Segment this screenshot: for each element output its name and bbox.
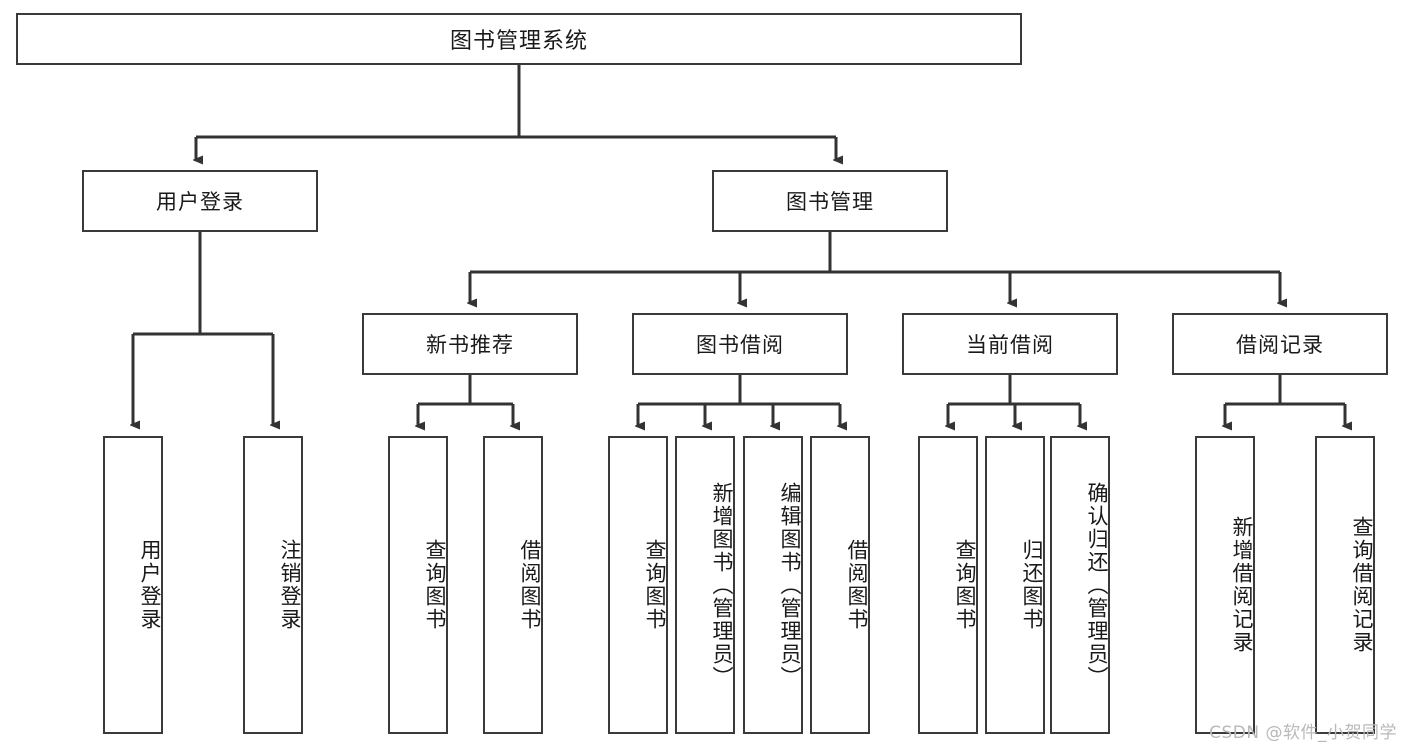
node-book-borrow[interactable]: 图书借阅 — [632, 313, 848, 375]
leaf-borrow-edit-book[interactable]: 编辑图书（管理员） — [743, 436, 803, 734]
leaf-records-add-record-label: 新增借阅记录 — [1230, 516, 1254, 654]
leaf-borrow-add-book[interactable]: 新增图书（管理员） — [675, 436, 735, 734]
node-new-book-recommend[interactable]: 新书推荐 — [362, 313, 578, 375]
node-borrow-records-label: 借阅记录 — [1236, 333, 1324, 357]
leaf-borrow-borrow-book-label: 借阅图书 — [845, 539, 869, 631]
node-book-management[interactable]: 图书管理 — [712, 170, 948, 232]
leaf-borrow-borrow-book[interactable]: 借阅图书 — [810, 436, 870, 734]
leaf-current-query-book[interactable]: 查询图书 — [918, 436, 978, 734]
leaf-current-return-book[interactable]: 归还图书 — [985, 436, 1045, 734]
node-user-login[interactable]: 用户登录 — [82, 170, 318, 232]
leaf-records-add-record[interactable]: 新增借阅记录 — [1195, 436, 1255, 734]
leaf-records-query-record[interactable]: 查询借阅记录 — [1315, 436, 1375, 734]
leaf-borrow-query-book-label: 查询图书 — [643, 539, 667, 631]
leaf-new-book-query-label: 查询图书 — [423, 539, 447, 631]
leaf-user-login-logout[interactable]: 注销登录 — [243, 436, 303, 734]
node-current-borrow-label: 当前借阅 — [966, 333, 1054, 357]
leaf-new-book-borrow-label: 借阅图书 — [518, 539, 542, 631]
node-new-book-recommend-label: 新书推荐 — [426, 333, 514, 357]
leaf-user-login-login-label: 用户登录 — [138, 539, 162, 631]
node-book-management-label: 图书管理 — [786, 190, 874, 214]
node-current-borrow[interactable]: 当前借阅 — [902, 313, 1118, 375]
leaf-current-confirm-return[interactable]: 确认归还（管理员） — [1050, 436, 1110, 734]
leaf-borrow-edit-book-label: 编辑图书（管理员） — [778, 481, 802, 689]
node-root-system[interactable]: 图书管理系统 — [16, 13, 1022, 65]
leaf-records-query-record-label: 查询借阅记录 — [1350, 516, 1374, 654]
node-borrow-records[interactable]: 借阅记录 — [1172, 313, 1388, 375]
leaf-new-book-query[interactable]: 查询图书 — [388, 436, 448, 734]
leaf-current-query-book-label: 查询图书 — [953, 539, 977, 631]
leaf-new-book-borrow[interactable]: 借阅图书 — [483, 436, 543, 734]
leaf-user-login-login[interactable]: 用户登录 — [103, 436, 163, 734]
leaf-current-confirm-return-label: 确认归还（管理员） — [1085, 481, 1109, 689]
leaf-current-return-book-label: 归还图书 — [1020, 539, 1044, 631]
node-root-system-label: 图书管理系统 — [449, 29, 588, 54]
leaf-user-login-logout-label: 注销登录 — [278, 539, 302, 631]
leaf-borrow-query-book[interactable]: 查询图书 — [608, 436, 668, 734]
node-book-borrow-label: 图书借阅 — [696, 333, 784, 357]
node-user-login-label: 用户登录 — [156, 190, 244, 214]
leaf-borrow-add-book-label: 新增图书（管理员） — [710, 481, 734, 689]
watermark-text: CSDN @软件_小贺同学 — [1209, 723, 1397, 743]
